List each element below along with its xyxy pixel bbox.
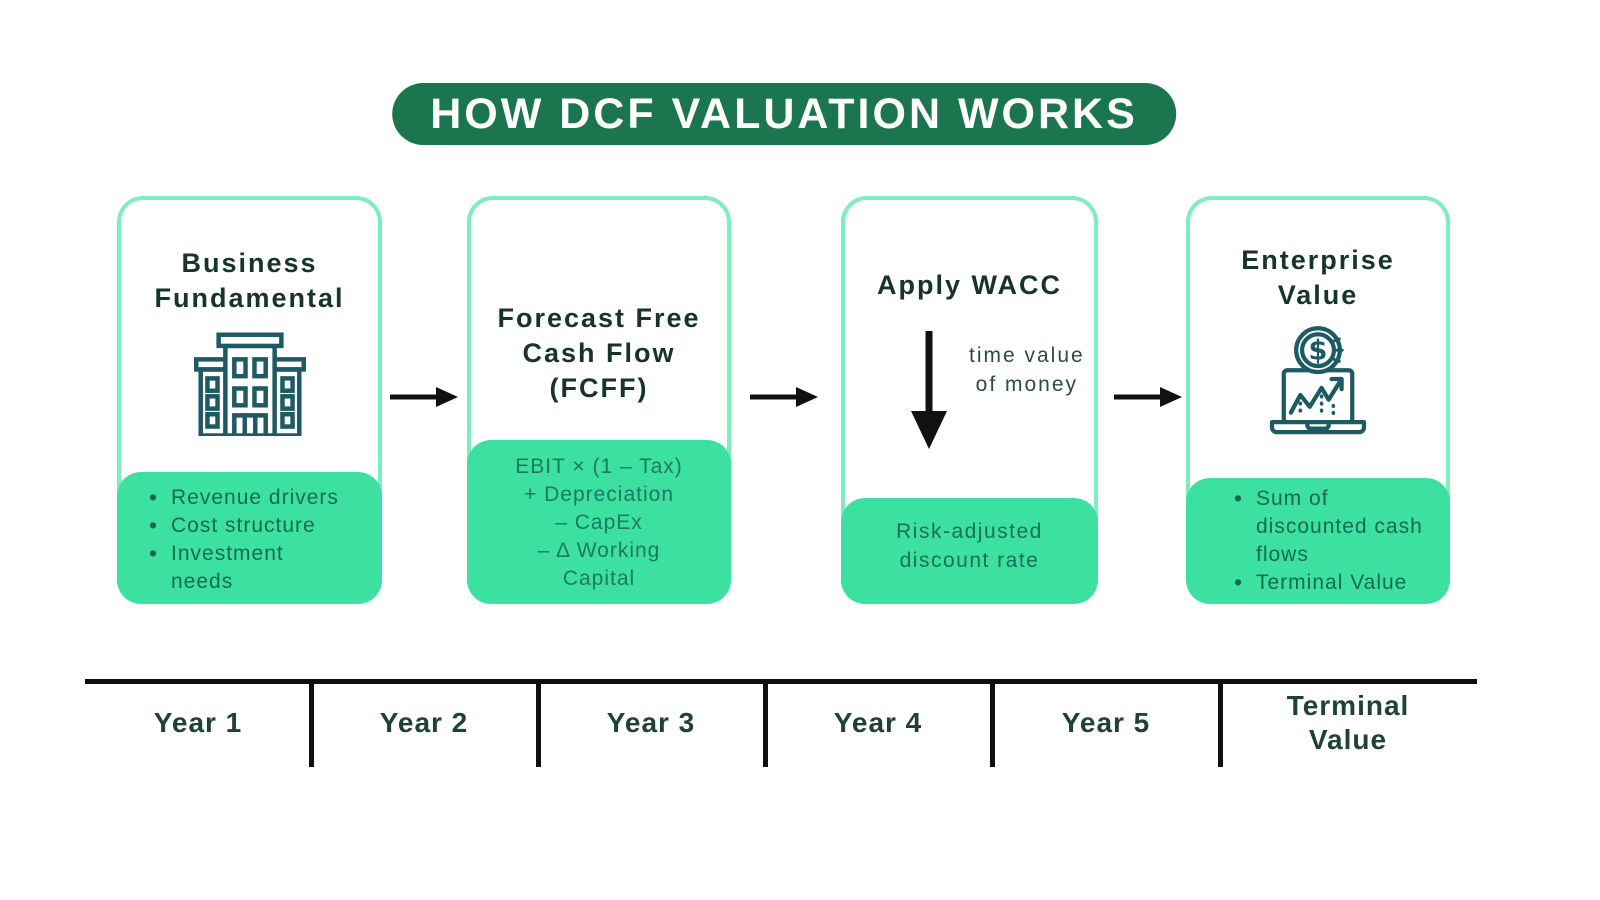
card-forecast-fcff: Forecast Free Cash Flow (FCFF) EBIT × (1… — [467, 196, 731, 604]
card-heading: Apply WACC — [845, 268, 1094, 303]
heading-line: Business — [181, 248, 318, 278]
right-arrow-icon — [388, 384, 458, 410]
timeline-label-year-4: Year 4 — [833, 707, 923, 738]
down-arrow-icon — [907, 329, 951, 456]
bullet-item: Terminal Value — [1232, 568, 1432, 597]
bullet-item: Sum of discounted cash flows — [1232, 484, 1432, 569]
formula-line: + Depreciation — [524, 483, 674, 506]
timeline-label-terminal-value: Terminal Value — [1286, 690, 1410, 755]
timeline-label-year-5: Year 5 — [1061, 707, 1151, 738]
heading-line: (FCFF) — [549, 373, 649, 403]
panel-line: discount rate — [899, 549, 1040, 572]
card-enterprise-value: Enterprise Value $ Sum of discounted c — [1186, 196, 1450, 604]
card-panel: EBIT × (1 – Tax) + Depreciation – CapEx … — [467, 440, 731, 604]
bullet-item: Investment needs — [147, 539, 351, 596]
formula-line: Capital — [562, 567, 636, 590]
card-panel: Risk-adjusted discount rate — [841, 498, 1098, 604]
svg-text:$: $ — [1309, 336, 1328, 367]
right-arrow-icon — [1112, 384, 1182, 410]
annotation-line: of money — [975, 373, 1079, 396]
timeline-label-year-2: Year 2 — [379, 707, 469, 738]
heading-line: Value — [1277, 280, 1359, 310]
timeline-tick — [1218, 679, 1223, 767]
timeline-label-year-1: Year 1 — [153, 707, 243, 738]
timeline-label-year-3: Year 3 — [606, 707, 696, 738]
card-heading: Forecast Free Cash Flow (FCFF) — [471, 301, 727, 406]
timeline-axis — [85, 679, 1477, 684]
card-panel: Revenue drivers Cost structure Investmen… — [117, 472, 382, 604]
panel-line: Risk-adjusted — [896, 520, 1043, 543]
heading-line: Cash Flow — [522, 338, 676, 368]
heading-line: Forecast Free — [497, 303, 701, 333]
card-heading: Business Fundamental — [121, 246, 378, 316]
bullet-item: Cost structure — [147, 511, 351, 540]
right-arrow-icon — [748, 384, 818, 410]
timeline-tick — [309, 679, 314, 767]
bullet-list: Revenue drivers Cost structure Investmen… — [147, 483, 382, 596]
card-heading: Enterprise Value — [1190, 243, 1446, 313]
card-apply-wacc: Apply WACC time value of money Risk-adju… — [841, 196, 1098, 604]
heading-line: Apply WACC — [877, 270, 1062, 300]
formula-line: – Δ Working — [537, 539, 661, 562]
building-icon — [121, 332, 378, 436]
heading-line: Enterprise — [1241, 245, 1395, 275]
bullet-item: Revenue drivers — [147, 483, 351, 512]
bullet-list: Sum of discounted cash flows Terminal Va… — [1232, 484, 1450, 597]
laptop-coin-icon: $ — [1190, 323, 1446, 441]
formula-line: EBIT × (1 – Tax) — [515, 455, 683, 478]
timeline-tick — [763, 679, 768, 767]
heading-line: Fundamental — [154, 283, 345, 313]
formula-line: – CapEx — [555, 511, 643, 534]
card-business-fundamental: Business Fundamental — [117, 196, 382, 604]
card-panel: Sum of discounted cash flows Terminal Va… — [1186, 478, 1450, 604]
annotation-line: time value — [969, 344, 1085, 367]
timeline-tick — [990, 679, 995, 767]
wacc-annotation: time value of money — [969, 341, 1085, 399]
timeline-tick — [536, 679, 541, 767]
page-title: HOW DCF VALUATION WORKS — [392, 83, 1176, 145]
